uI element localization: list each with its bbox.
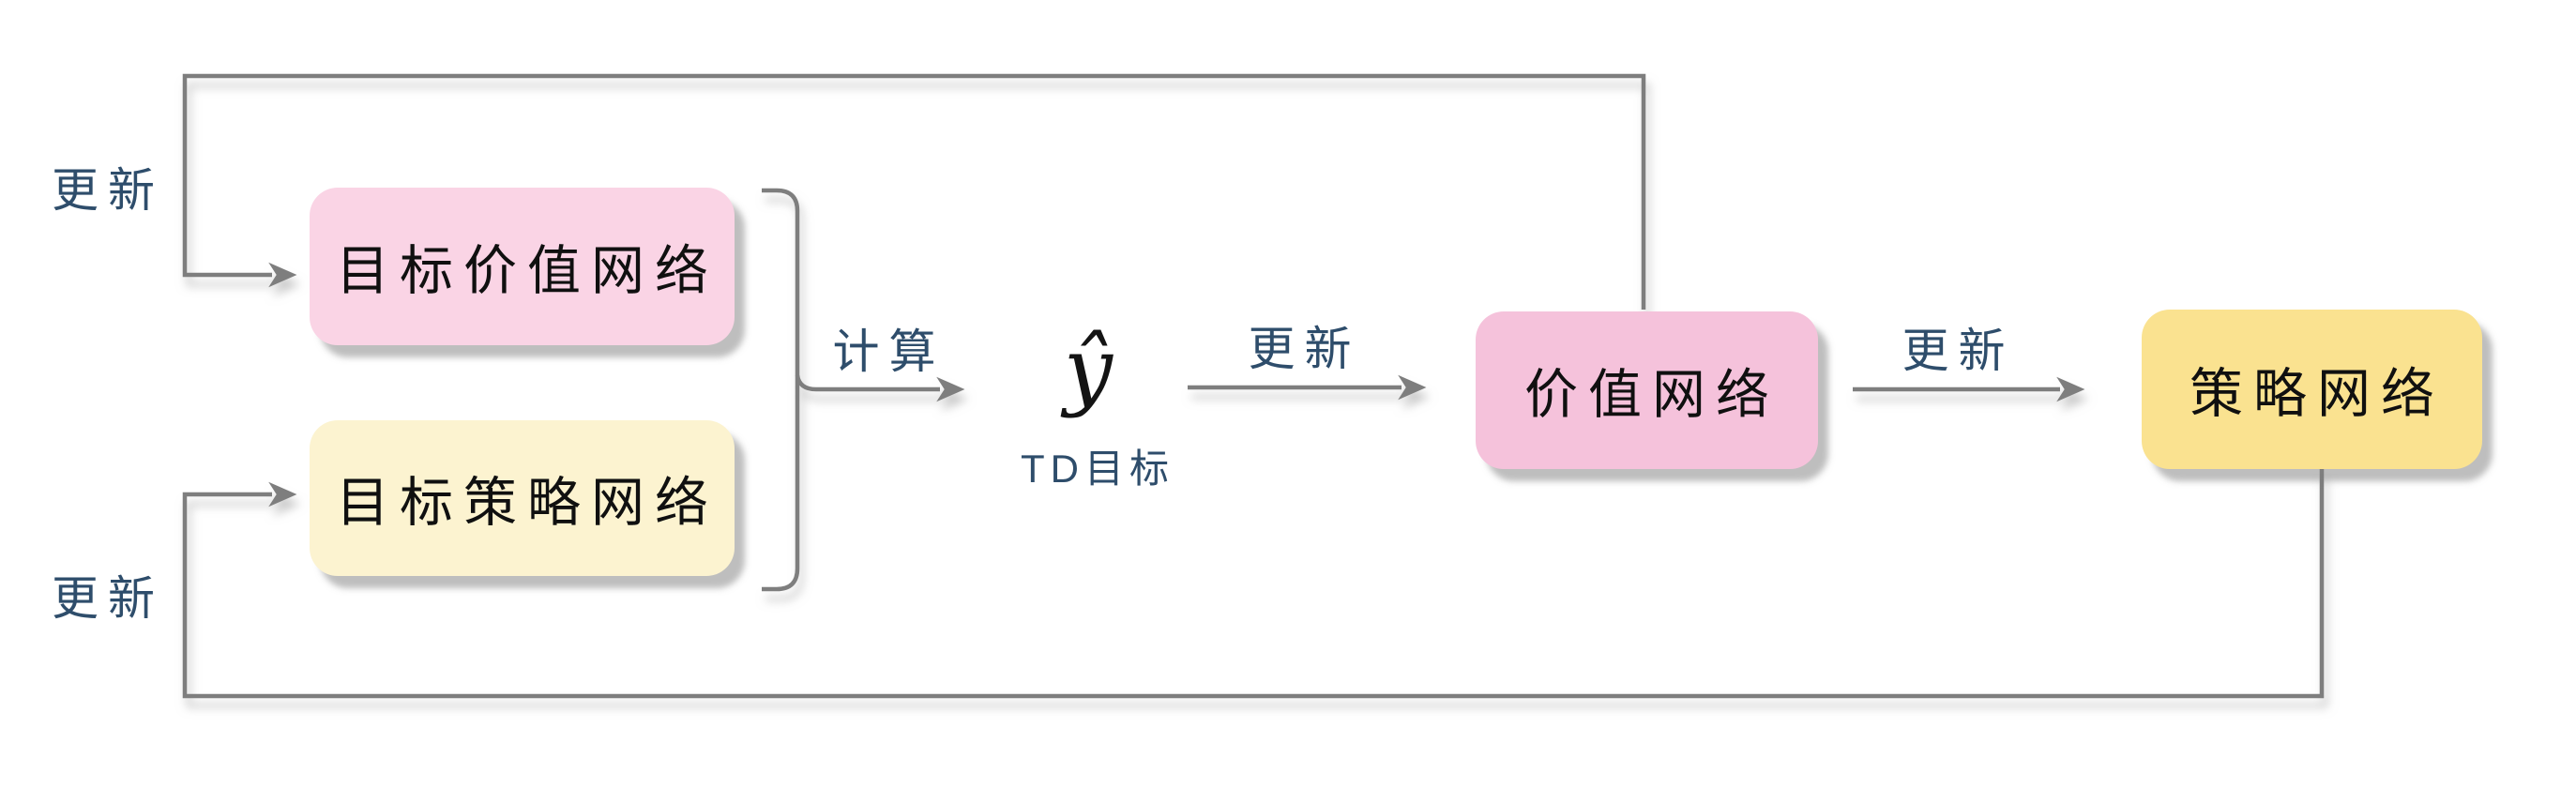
connector-compute: [795, 374, 965, 402]
td-target-symbol: ŷ: [1064, 319, 1113, 419]
node-target-policy-network: 目标策略网络: [310, 420, 735, 576]
connector-update-target-policy: [182, 469, 2325, 699]
bracket-target-networks: [762, 188, 800, 592]
edge-label-compute: 计算: [832, 326, 946, 378]
edge-label-update-policy-network: 更新: [1902, 325, 2015, 377]
td-target-caption: TD目标: [1021, 447, 1174, 491]
edge-label-update-value-network: 更新: [1248, 323, 1361, 375]
node-policy-network: 策略网络: [2142, 310, 2482, 469]
node-target-value-network: 目标价值网络: [310, 188, 735, 345]
connector-update-target-value: [182, 73, 1646, 310]
node-value-network: 价值网络: [1476, 311, 1818, 469]
edge-label-update-target-policy: 更新: [52, 572, 164, 625]
edge-label-update-target-value: 更新: [52, 164, 164, 217]
